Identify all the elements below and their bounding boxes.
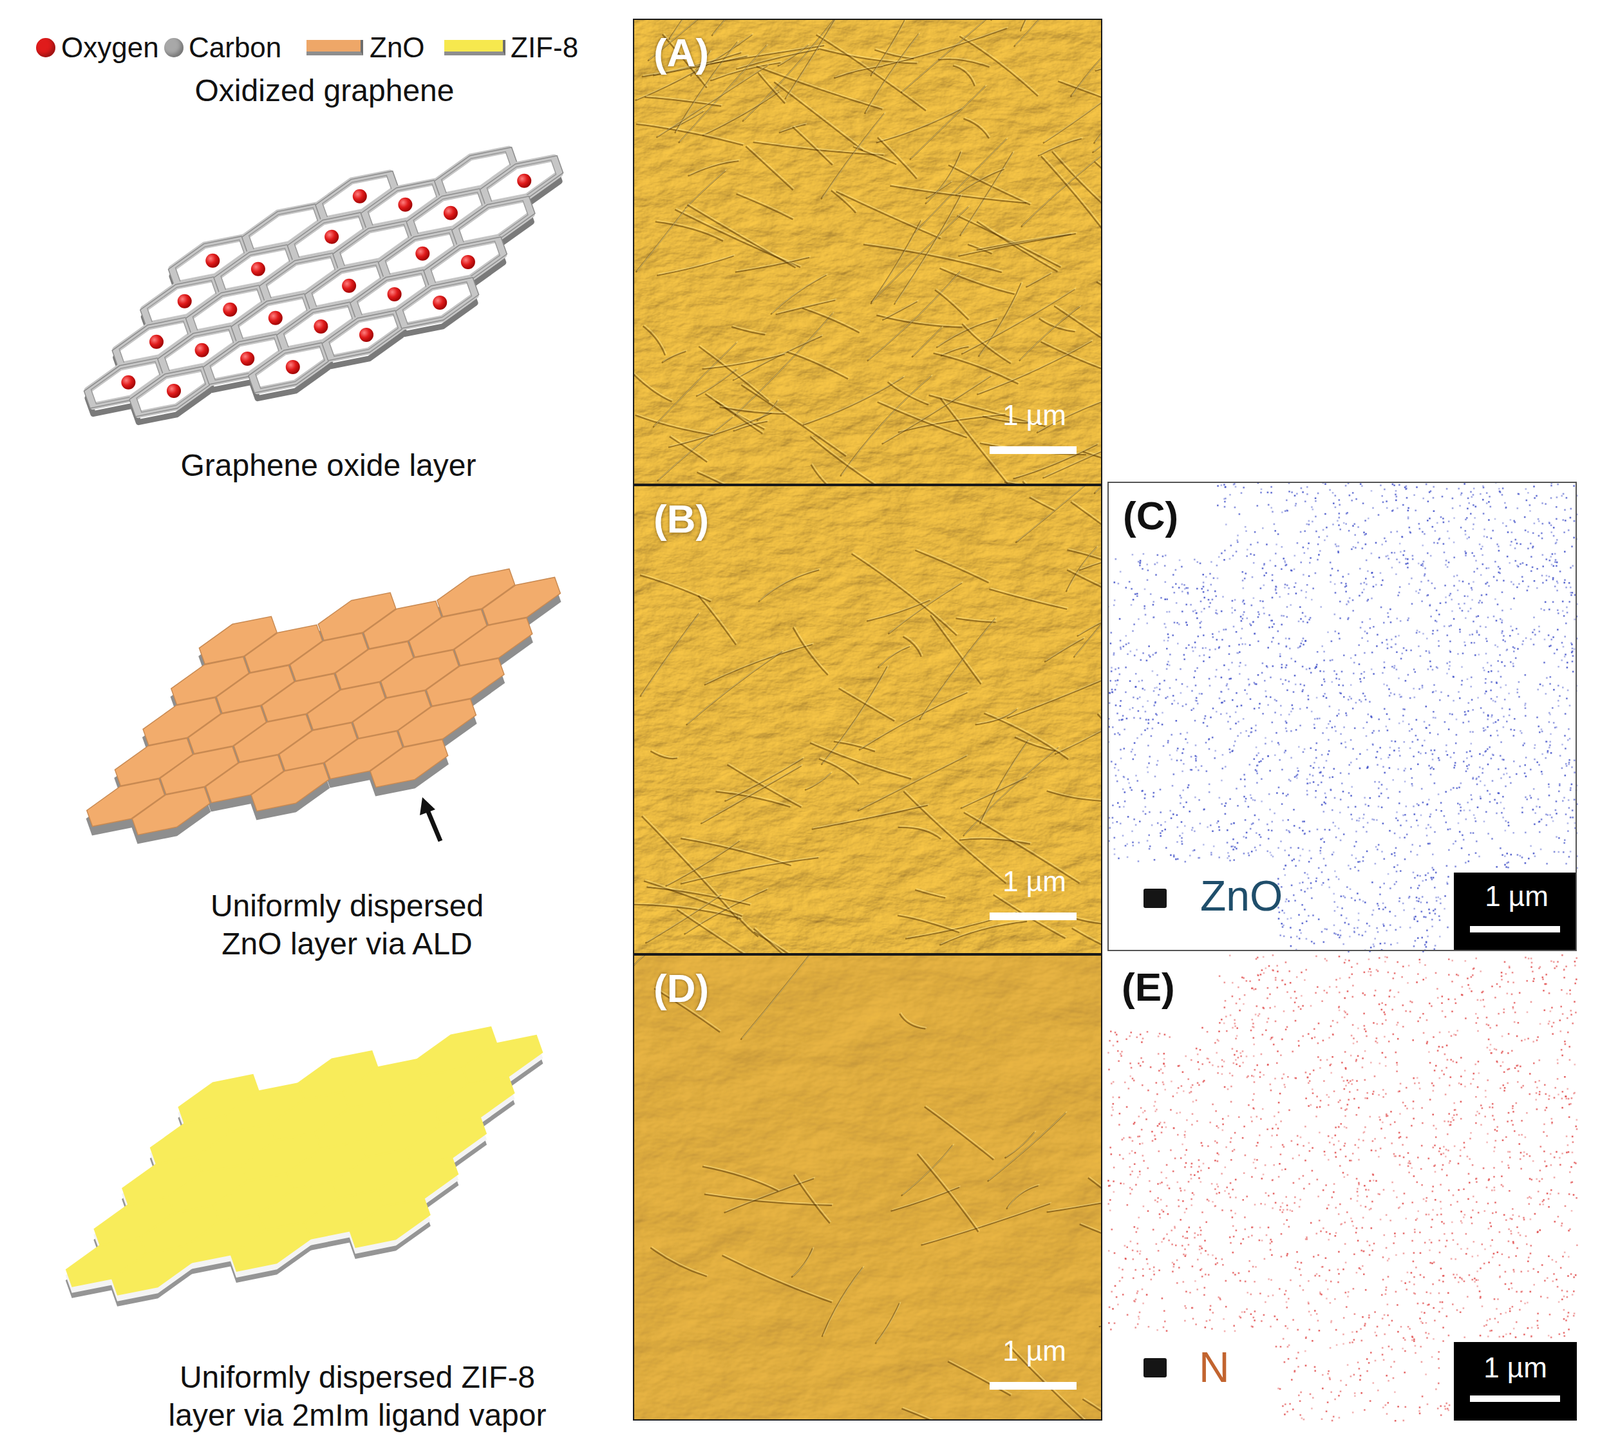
zno-layer — [86, 568, 561, 843]
oxygen-atom — [443, 206, 458, 221]
oxygen-atom — [432, 295, 447, 310]
wrinkle-shadow — [1096, 282, 1147, 311]
wrinkle-highlight — [1097, 280, 1148, 310]
wrinkle-shadow — [833, 0, 892, 20]
oxygen-atom — [397, 197, 413, 212]
oxygen-atom — [121, 375, 136, 390]
oxygen-atom — [341, 278, 357, 293]
oxygen-atom — [251, 262, 266, 277]
zif8-layer — [66, 1027, 543, 1306]
oxygen-atom — [195, 343, 210, 358]
oxygen-atom — [240, 351, 255, 366]
wrinkle-shadow — [1093, 161, 1167, 207]
oxygen-atom — [517, 173, 532, 189]
oxygen-atom — [415, 246, 430, 261]
oxygen-atom — [268, 310, 283, 326]
pointer-arrow — [419, 797, 441, 841]
oxygen-atom — [205, 253, 220, 268]
wrinkle-shadow — [990, 0, 1013, 21]
oxygen-atom — [359, 327, 374, 342]
wrinkle-highlight — [992, 0, 1014, 20]
oxygen-atom — [149, 334, 164, 349]
wrinkle-shadow — [1095, 50, 1185, 71]
wrinkle-highlight — [1095, 160, 1168, 205]
oxygen-atom — [461, 254, 476, 270]
arrow-shaft — [427, 809, 441, 841]
oxygen-atom — [166, 383, 181, 398]
wrinkle-highlight — [835, 0, 894, 19]
oxygen-atom — [387, 287, 402, 302]
graphene-oxide-lattice — [84, 147, 564, 423]
wrinkle-highlight — [1096, 49, 1186, 70]
oxygen-atom — [222, 302, 237, 317]
oxygen-atom — [352, 189, 368, 204]
oxygen-atom — [177, 294, 192, 309]
oxygen-atom — [324, 229, 339, 245]
oxygen-atom — [285, 359, 301, 375]
oxygen-atom — [313, 319, 328, 334]
